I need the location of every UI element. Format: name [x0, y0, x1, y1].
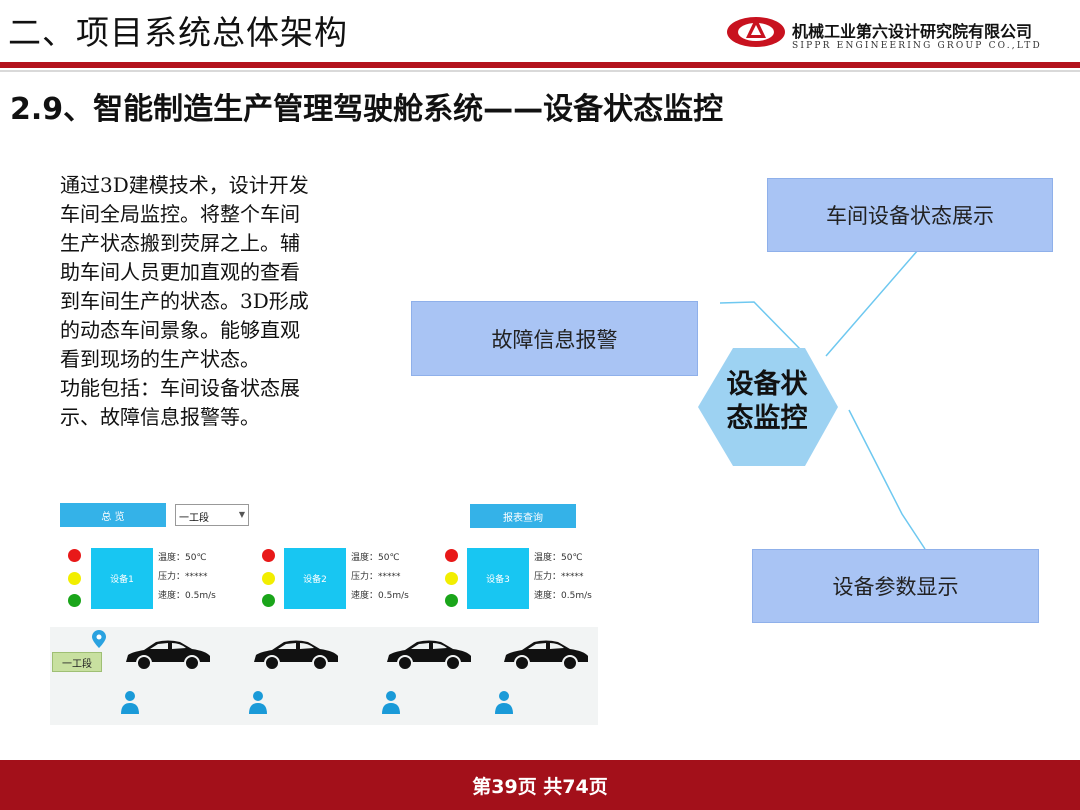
box-label: 故障信息报警 [491, 327, 618, 352]
status-light-yellow-icon [68, 572, 81, 585]
monitoring-mockup: 总 览 一工段 ▼ 报表查询 设备1 温度：50℃ 压力：***** 速度：0.… [50, 490, 598, 732]
description-line: 功能包括：车间设备状态展 [60, 376, 300, 400]
param-speed: 速度：0.5m/s [351, 591, 409, 601]
section-title: 二、项目系统总体架构 [8, 13, 348, 52]
person-icon [495, 691, 513, 714]
param-speed: 速度：0.5m/s [158, 591, 216, 601]
floor-section-tag: 一工段 [52, 652, 102, 672]
status-light-green-icon [262, 594, 275, 607]
device-params: 温度：50℃ 压力：***** 速度：0.5m/s [534, 549, 592, 606]
box-label: 设备参数显示 [832, 575, 959, 599]
status-light-red-icon [68, 549, 81, 562]
description-line: 车间全局监控。将整个车间 [60, 202, 300, 226]
company-emblem-icon [727, 17, 785, 47]
page-indicator: 第39页 共74页 [472, 775, 608, 798]
overview-button[interactable]: 总 览 [60, 503, 166, 527]
section-select[interactable]: 一工段 ▼ [175, 504, 249, 526]
section-select-value: 一工段 [179, 513, 209, 524]
box-workshop-status-display: 车间设备状态展示 [767, 178, 1053, 252]
param-speed: 速度：0.5m/s [534, 591, 592, 601]
status-light-green-icon [68, 594, 81, 607]
company-name-cn: 机械工业第六设计研究院有限公司 [792, 22, 1033, 41]
status-light-yellow-icon [445, 572, 458, 585]
center-label-line: 设备状 [726, 369, 808, 400]
device-card[interactable]: 设备1 [91, 548, 153, 609]
location-pin-icon [92, 630, 106, 648]
company-logo: 机械工业第六设计研究院有限公司 SIPPR ENGINEERING GROUP … [726, 14, 1066, 60]
param-pressure: 压力：***** [351, 572, 401, 582]
connector-left [719, 301, 802, 351]
description-line: 示、故障信息报警等。 [60, 405, 260, 429]
center-label-line: 态监控 [726, 403, 808, 434]
param-temperature: 温度：50℃ [534, 553, 583, 563]
status-light-yellow-icon [262, 572, 275, 585]
person-icon [382, 691, 400, 714]
device-params: 温度：50℃ 压力：***** 速度：0.5m/s [158, 549, 216, 606]
footer-bar: 第39页 共74页 [0, 760, 1080, 810]
box-parameter-display: 设备参数显示 [752, 549, 1039, 623]
report-query-button[interactable]: 报表查询 [470, 504, 576, 528]
device-card[interactable]: 设备2 [284, 548, 346, 609]
person-icon [121, 691, 139, 714]
company-name-en: SIPPR ENGINEERING GROUP CO.,LTD [792, 41, 1042, 51]
status-light-red-icon [445, 549, 458, 562]
param-pressure: 压力：***** [534, 572, 584, 582]
center-label: 设备状 态监控 [702, 368, 832, 436]
status-light-green-icon [445, 594, 458, 607]
car-icon [504, 640, 588, 671]
car-icon [126, 640, 210, 671]
header-divider [0, 62, 1080, 68]
param-temperature: 温度：50℃ [158, 553, 207, 563]
dropdown-arrow-icon: ▼ [238, 510, 245, 519]
header-divider-thin [0, 70, 1080, 72]
param-pressure: 压力：***** [158, 572, 208, 582]
param-temperature: 温度：50℃ [351, 553, 400, 563]
description-line: 到车间生产的状态。3D形成 [60, 289, 309, 313]
person-icon [249, 691, 267, 714]
description-line: 看到现场的生产状态。 [60, 347, 260, 371]
car-icon [254, 640, 338, 671]
box-label: 车间设备状态展示 [826, 204, 994, 228]
description-line: 通过3D建模技术，设计开发 [60, 173, 309, 197]
device-card[interactable]: 设备3 [467, 548, 529, 609]
description-line: 助车间人员更加直观的查看 [60, 260, 300, 284]
description-text: 通过3D建模技术，设计开发 车间全局监控。将整个车间 生产状态搬到荧屏之上。辅 … [60, 171, 360, 432]
connector-bottom [848, 409, 926, 550]
slide-title: 2.9、智能制造生产管理驾驶舱系统——设备状态监控 [10, 92, 724, 127]
device-params: 温度：50℃ 压力：***** 速度：0.5m/s [351, 549, 409, 606]
car-icon [387, 640, 471, 671]
description-line: 生产状态搬到荧屏之上。辅 [60, 231, 300, 255]
status-light-red-icon [262, 549, 275, 562]
box-fault-alarm: 故障信息报警 [411, 301, 698, 376]
description-line: 的动态车间景象。能够直观 [60, 318, 300, 342]
